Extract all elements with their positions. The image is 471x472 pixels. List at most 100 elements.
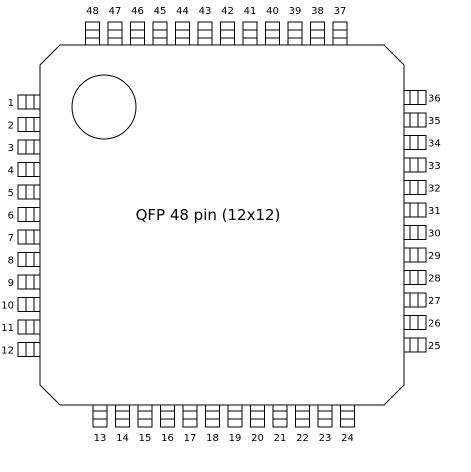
pin-6 bbox=[17, 207, 43, 222]
pin-label-25: 25 bbox=[428, 341, 441, 352]
pin-43 bbox=[197, 21, 213, 47]
pin-label-42: 42 bbox=[221, 6, 234, 17]
pin-label-35: 35 bbox=[428, 116, 441, 127]
pin-label-2: 2 bbox=[8, 121, 14, 132]
pin-label-11: 11 bbox=[1, 323, 14, 334]
pin-label-33: 33 bbox=[428, 161, 441, 172]
pin-31 bbox=[401, 202, 427, 218]
pin-label-44: 44 bbox=[176, 6, 189, 17]
pin-14 bbox=[115, 402, 130, 428]
pin-19 bbox=[227, 402, 243, 428]
pin-18 bbox=[205, 402, 220, 428]
pin-label-40: 40 bbox=[266, 6, 279, 17]
pin-label-17: 17 bbox=[184, 433, 197, 444]
pin-22 bbox=[295, 402, 310, 428]
pin-label-32: 32 bbox=[428, 184, 441, 195]
pin-label-47: 47 bbox=[109, 6, 122, 17]
pin-42 bbox=[220, 21, 235, 47]
pin-37 bbox=[332, 21, 348, 47]
pin-label-39: 39 bbox=[289, 6, 302, 17]
pin-10 bbox=[17, 297, 43, 312]
pin-1 bbox=[17, 94, 43, 110]
pin-label-19: 19 bbox=[229, 433, 242, 444]
pin-47 bbox=[107, 21, 123, 47]
pin-label-22: 22 bbox=[296, 433, 309, 444]
pin-17 bbox=[182, 402, 198, 428]
pin-45 bbox=[152, 21, 168, 47]
pin-label-3: 3 bbox=[8, 143, 14, 154]
pin-label-8: 8 bbox=[8, 256, 14, 267]
pin-23 bbox=[317, 402, 333, 428]
pin-12 bbox=[17, 342, 43, 357]
pin-label-6: 6 bbox=[8, 211, 14, 222]
pin-33 bbox=[401, 157, 427, 173]
chip-label: QFP 48 pin (12x12) bbox=[136, 206, 281, 224]
pin-label-5: 5 bbox=[8, 188, 14, 199]
pin-36 bbox=[401, 90, 427, 105]
pin-48 bbox=[85, 21, 100, 47]
pin-label-46: 46 bbox=[131, 6, 144, 17]
pin-5 bbox=[17, 184, 43, 200]
pin-label-20: 20 bbox=[251, 433, 264, 444]
pin-label-14: 14 bbox=[116, 433, 129, 444]
pin-13 bbox=[92, 402, 108, 428]
pin-label-29: 29 bbox=[428, 251, 441, 262]
pin-39 bbox=[287, 21, 303, 47]
pin-label-24: 24 bbox=[341, 433, 354, 444]
pin-label-36: 36 bbox=[428, 94, 441, 105]
pin-label-37: 37 bbox=[334, 6, 347, 17]
pin-20 bbox=[250, 402, 265, 428]
pin-11 bbox=[17, 319, 43, 335]
pin-label-41: 41 bbox=[244, 6, 257, 17]
pin-32 bbox=[401, 180, 427, 195]
pin-label-28: 28 bbox=[428, 274, 441, 285]
pin-label-48: 48 bbox=[86, 6, 99, 17]
pin-label-38: 38 bbox=[311, 6, 324, 17]
pin-label-12: 12 bbox=[1, 346, 14, 357]
pin-label-23: 23 bbox=[319, 433, 332, 444]
pin-2 bbox=[17, 117, 43, 132]
pin-label-9: 9 bbox=[8, 278, 14, 289]
pin-27 bbox=[401, 292, 427, 308]
pin-34 bbox=[401, 135, 427, 150]
pin-29 bbox=[401, 247, 427, 263]
chip-body bbox=[39, 44, 405, 406]
pin-label-26: 26 bbox=[428, 319, 441, 330]
pin-label-30: 30 bbox=[428, 229, 441, 240]
pin-label-10: 10 bbox=[1, 301, 14, 312]
pin-3 bbox=[17, 139, 43, 155]
pin-label-43: 43 bbox=[199, 6, 212, 17]
pin-label-45: 45 bbox=[154, 6, 167, 17]
pin-28 bbox=[401, 270, 427, 285]
pin-15 bbox=[137, 402, 153, 428]
pin-label-7: 7 bbox=[8, 233, 14, 244]
pin-7 bbox=[17, 229, 43, 245]
pin-label-27: 27 bbox=[428, 296, 441, 307]
pin-21 bbox=[272, 402, 288, 428]
pin-38 bbox=[310, 21, 325, 47]
pin-label-4: 4 bbox=[8, 166, 14, 177]
pin-30 bbox=[401, 225, 427, 240]
pin-44 bbox=[175, 21, 190, 47]
pin-label-15: 15 bbox=[139, 433, 152, 444]
pin-8 bbox=[17, 252, 43, 267]
pin-label-16: 16 bbox=[161, 433, 174, 444]
pin1-marker bbox=[71, 74, 137, 140]
pin-label-13: 13 bbox=[94, 433, 107, 444]
pin-label-34: 34 bbox=[428, 139, 441, 150]
pin-26 bbox=[401, 315, 427, 330]
pin-16 bbox=[160, 402, 175, 428]
pin-4 bbox=[17, 162, 43, 177]
pin-9 bbox=[17, 274, 43, 290]
pin-label-1: 1 bbox=[8, 98, 14, 109]
pin-46 bbox=[130, 21, 145, 47]
pin-label-18: 18 bbox=[206, 433, 219, 444]
pin-24 bbox=[340, 402, 355, 428]
pin-label-21: 21 bbox=[274, 433, 287, 444]
pin-label-31: 31 bbox=[428, 206, 441, 217]
pin-40 bbox=[265, 21, 280, 47]
pins-layer bbox=[17, 21, 427, 428]
pin-41 bbox=[242, 21, 258, 47]
